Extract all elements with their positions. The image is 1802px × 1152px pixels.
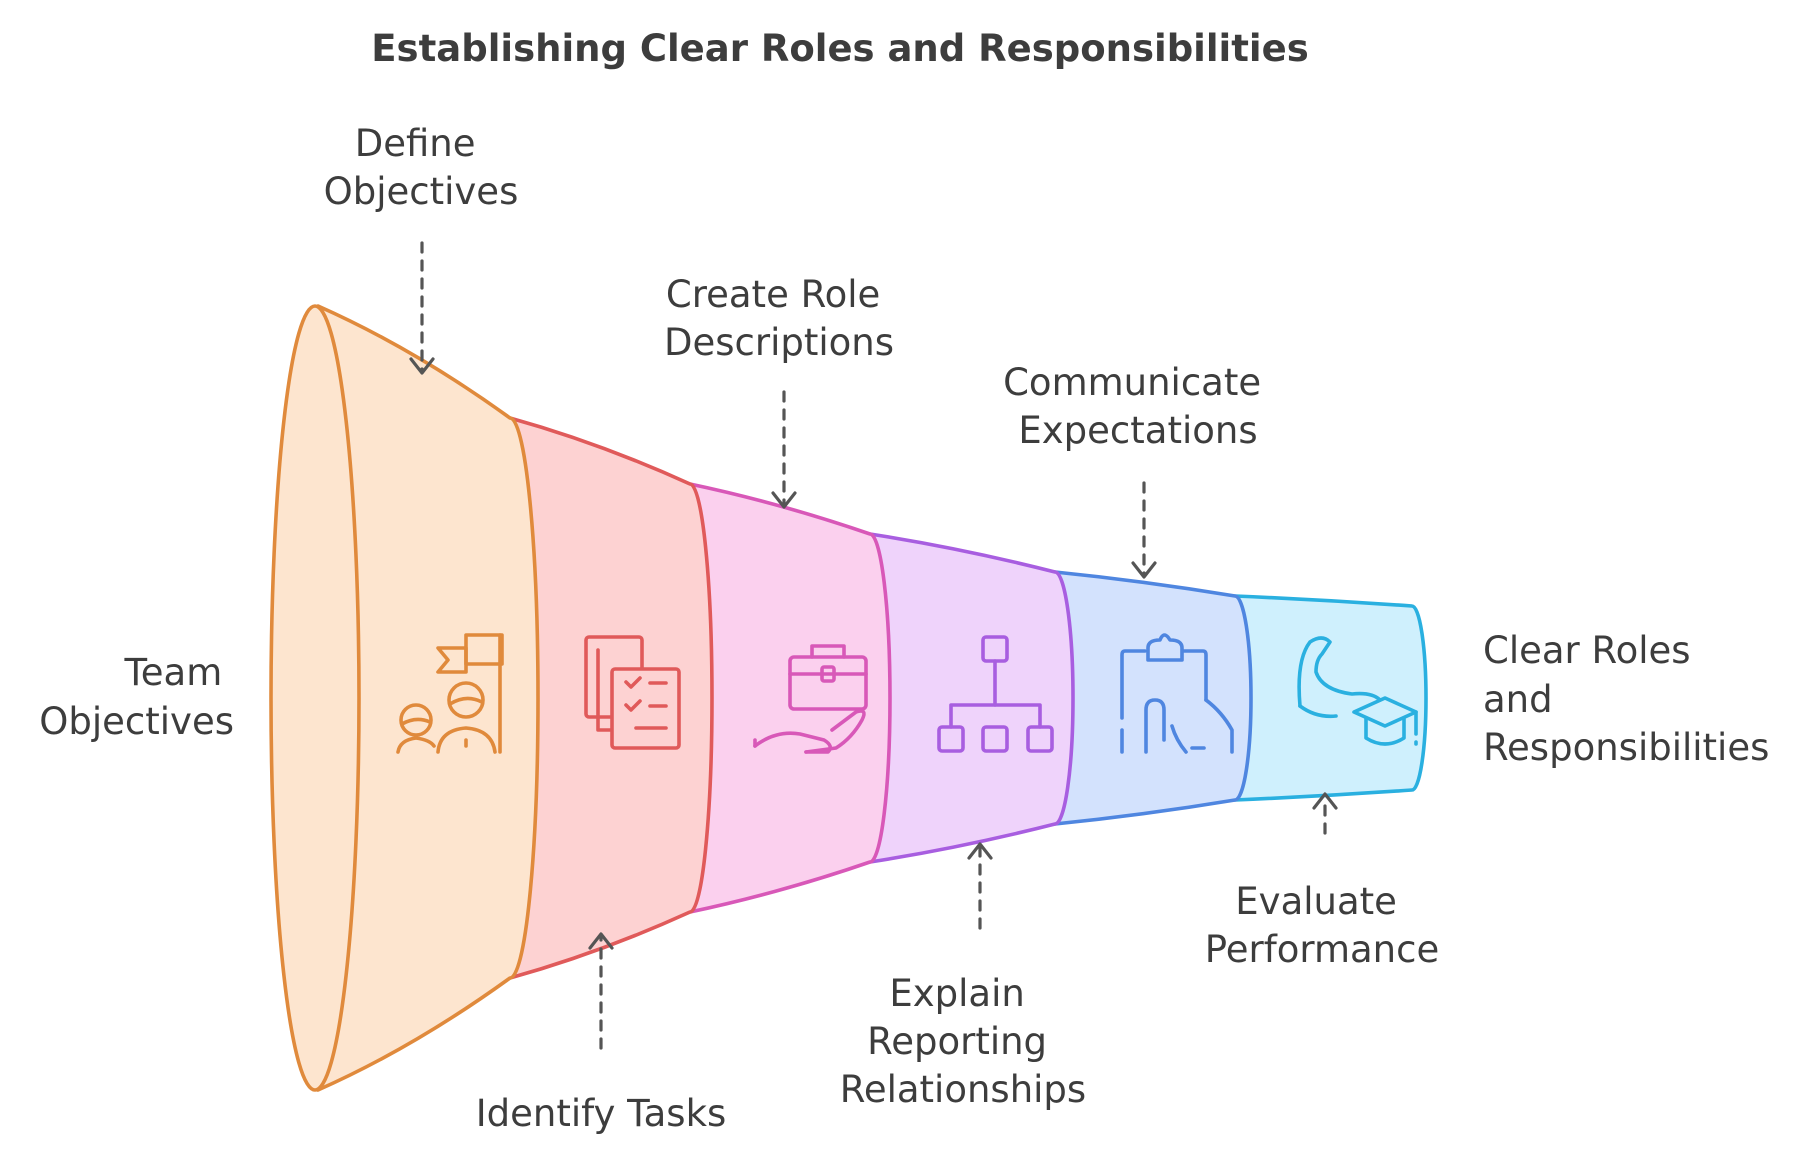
arrow-identify-tasks <box>588 932 614 1050</box>
task-checklist-icon <box>584 635 681 750</box>
strength-graduation-icon <box>1297 636 1418 746</box>
segment-evaluate-performance <box>1233 594 1428 802</box>
segment-explain-reporting <box>868 532 1075 864</box>
segment-communicate-expectations <box>1053 570 1253 826</box>
funnel-segments <box>316 304 1428 1092</box>
stage-label-evaluate-performance: Evaluate Performance <box>1205 880 1439 971</box>
stage-label-define-objectives: Define Objectives <box>324 122 519 213</box>
stage-label-communicate-expectations: Communicate Expectations <box>1003 361 1273 452</box>
hand-briefcase-icon <box>753 644 868 754</box>
arrow-explain-reporting <box>967 842 993 930</box>
arrow-create-role-descriptions <box>771 390 797 509</box>
end-label: Clear Roles and Responsibilities <box>1483 629 1769 769</box>
clipboard-hand-icon <box>1120 633 1234 754</box>
funnel-mouth <box>269 304 361 1092</box>
org-chart-icon <box>937 635 1054 753</box>
start-label: Team Objectives <box>39 651 234 743</box>
stage-label-identify-tasks: Identify Tasks <box>476 1092 727 1135</box>
arrow-communicate-expectations <box>1131 481 1157 579</box>
arrow-define-objectives <box>409 241 435 375</box>
arrow-evaluate-performance <box>1312 792 1338 835</box>
segment-define-objectives <box>316 304 540 1092</box>
stage-label-explain-reporting: Explain Reporting Relationships <box>840 972 1086 1111</box>
stage-arrows <box>409 241 1338 1050</box>
team-goal-flag-icon <box>396 633 504 754</box>
diagram-title: Establishing Clear Roles and Responsibil… <box>371 27 1308 70</box>
stage-label-create-role-descriptions: Create Role Descriptions <box>664 273 894 364</box>
